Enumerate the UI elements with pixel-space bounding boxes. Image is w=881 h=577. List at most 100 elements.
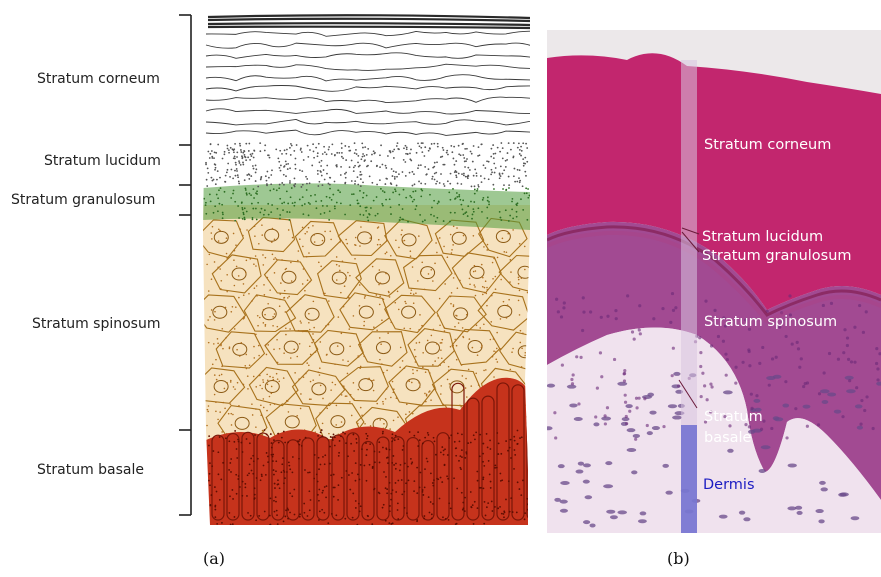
cytoplasm-dot bbox=[512, 229, 514, 231]
cytoplasm-dot bbox=[471, 346, 474, 349]
lucidum-dot bbox=[252, 156, 255, 159]
basal-dot bbox=[342, 431, 344, 434]
basal-dot bbox=[409, 457, 412, 460]
basal-dot bbox=[333, 444, 336, 447]
lucidum-dot bbox=[348, 166, 351, 169]
lucidum-dot bbox=[520, 145, 522, 148]
cytoplasm-dot bbox=[259, 384, 261, 387]
lucidum-dot bbox=[446, 149, 449, 152]
lucidum-dot bbox=[442, 183, 445, 185]
cytoplasm-dot bbox=[394, 301, 397, 304]
granule bbox=[240, 202, 243, 204]
lucidum-dot bbox=[379, 154, 381, 157]
epidermis-nucleus bbox=[861, 330, 866, 334]
cytoplasm-dot bbox=[228, 347, 231, 350]
lucidum-dot bbox=[390, 183, 393, 186]
cytoplasm-dot bbox=[357, 388, 360, 391]
cytoplasm-dot bbox=[212, 343, 215, 345]
dermis-nucleus bbox=[838, 492, 847, 497]
lucidum-dot bbox=[518, 181, 521, 184]
granule bbox=[415, 205, 418, 207]
spinosum-cell bbox=[203, 219, 245, 259]
cytoplasm-dot bbox=[206, 408, 209, 411]
lucidum-dot bbox=[526, 147, 529, 149]
basal-dot bbox=[260, 473, 263, 476]
lucidum-dot bbox=[464, 148, 467, 150]
basal-dot bbox=[422, 494, 425, 496]
cytoplasm-dot bbox=[452, 344, 454, 347]
cytoplasm-dot bbox=[276, 338, 278, 341]
basal-dot bbox=[323, 486, 326, 488]
dermis-nucleus bbox=[544, 426, 553, 431]
lucidum-dot bbox=[391, 175, 394, 177]
cytoplasm-dot bbox=[251, 403, 253, 405]
lucidum-dot bbox=[368, 175, 371, 178]
granule bbox=[512, 217, 515, 220]
dermis-nucleus bbox=[559, 508, 568, 513]
basal-dot bbox=[244, 482, 247, 485]
granule bbox=[368, 213, 370, 215]
lucidum-dot bbox=[463, 172, 465, 175]
cytoplasm-dot bbox=[215, 401, 217, 404]
basal-dot bbox=[489, 480, 492, 483]
basal-dot bbox=[397, 479, 400, 482]
basal-dot bbox=[388, 448, 391, 451]
basal-dot bbox=[484, 514, 487, 517]
granule bbox=[321, 204, 324, 207]
lucidum-dot bbox=[253, 149, 256, 152]
epidermis-nucleus bbox=[630, 330, 635, 334]
basal-cell bbox=[241, 431, 255, 521]
lucidum-dot bbox=[306, 178, 309, 180]
lucidum-dot bbox=[467, 174, 470, 177]
basal-dot bbox=[272, 453, 275, 456]
lucidum-dot bbox=[520, 154, 522, 157]
cytoplasm-dot bbox=[335, 424, 338, 426]
basal-dot bbox=[456, 432, 459, 435]
epidermis-nucleus bbox=[699, 394, 703, 399]
basal-dot bbox=[248, 463, 251, 466]
spinosum-cell bbox=[388, 365, 436, 406]
lucidum-dot bbox=[354, 164, 356, 167]
lucidum-dot bbox=[286, 168, 289, 170]
epidermis-nucleus bbox=[758, 361, 762, 365]
granule bbox=[310, 194, 312, 197]
cytoplasm-dot bbox=[509, 281, 511, 283]
lucidum-dot bbox=[205, 161, 207, 164]
basal-dot bbox=[413, 434, 416, 437]
dermis-nucleus bbox=[820, 487, 828, 492]
cytoplasm-dot bbox=[483, 286, 486, 289]
cytoplasm-dot bbox=[258, 354, 260, 357]
cytoplasm-dot bbox=[381, 363, 383, 365]
lucidum-dot bbox=[243, 153, 246, 156]
lucidum-dot bbox=[213, 151, 216, 154]
basal-dot bbox=[489, 448, 492, 450]
cytoplasm-dot bbox=[217, 228, 220, 231]
cytoplasm-dot bbox=[252, 375, 255, 378]
lucidum-dot bbox=[449, 172, 452, 175]
cytoplasm-dot bbox=[511, 351, 513, 353]
cytoplasm-dot bbox=[230, 424, 233, 426]
epidermis-nucleus bbox=[556, 310, 560, 314]
epidermis-nucleus bbox=[767, 383, 771, 387]
lucidum-dot bbox=[490, 168, 493, 171]
lucidum-dot bbox=[328, 183, 331, 186]
epidermis-nucleus bbox=[625, 421, 629, 426]
epidermis-nucleus bbox=[724, 352, 728, 356]
basal-dot bbox=[442, 449, 445, 452]
lucidum-dot bbox=[209, 143, 212, 146]
basal-dot bbox=[345, 470, 348, 472]
granule bbox=[339, 191, 341, 194]
cytoplasm-dot bbox=[262, 398, 265, 400]
basal-dot bbox=[515, 511, 518, 514]
cytoplasm-dot bbox=[527, 341, 529, 344]
cytoplasm-dot bbox=[340, 291, 342, 294]
granule bbox=[301, 196, 304, 199]
granule bbox=[488, 203, 490, 206]
lucidum-dot bbox=[306, 182, 308, 185]
lucidum-dot bbox=[512, 175, 515, 178]
granule bbox=[267, 213, 270, 216]
cytoplasm-dot bbox=[273, 272, 276, 274]
basal-dot bbox=[303, 502, 306, 505]
basal-dot bbox=[382, 503, 385, 506]
cytoplasm-dot bbox=[349, 393, 352, 396]
